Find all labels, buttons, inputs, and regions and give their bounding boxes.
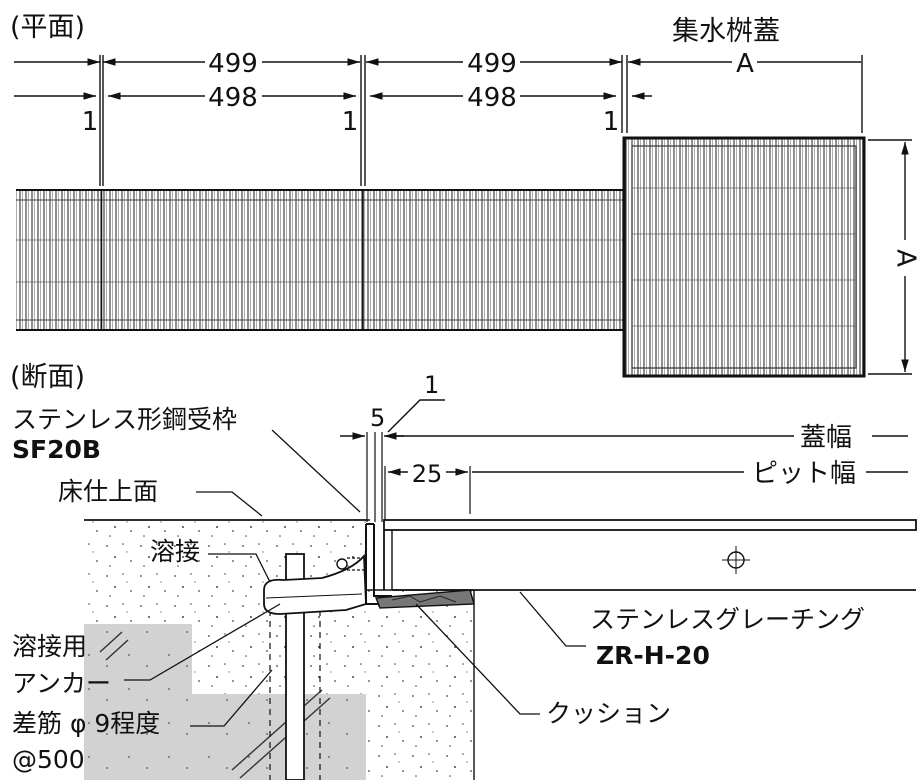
frame-sf20b [336,432,471,605]
pit-cover-label: 集水桝蓋 [672,16,780,47]
concrete-body [84,519,475,780]
gap-label-1: 1 [82,107,99,137]
cushion-label: クッション [546,699,671,728]
dim-frame: 5 [370,404,385,432]
frame-label: ステンレス形鋼受枠 [12,405,237,434]
dim-pitch-1: 499 [208,49,258,79]
pit-cover [622,136,866,378]
plan-heading: (平面) [10,12,85,43]
grating-strip [16,189,626,331]
cover-width-label: 蓋幅 [800,423,852,453]
dim-grating-2: 498 [467,83,517,113]
extension-lines [99,55,863,186]
dim-grating-1: 498 [208,83,258,113]
grating-label: ステンレスグレーチング [590,605,865,634]
dim-gap: 1 [424,371,439,399]
weld-label: 溶接 [150,537,200,566]
floor-label: 床仕上面 [58,477,158,506]
dim-offset: 25 [412,460,443,488]
grating-model: ZR-H-20 [596,641,710,670]
leader-lines [124,429,586,727]
section-heading: (断面) [10,362,85,393]
grating-section [383,519,917,591]
gap-label-3: 1 [603,107,620,137]
anchor-label-2: アンカー [12,669,111,698]
pit-width-label: ピット幅 [752,459,856,489]
rebar-label-1: 差筋 φ 9程度 [12,709,160,738]
dimension-cover-height [868,139,912,375]
dim-cover-width: A [736,49,754,79]
frame-model: SF20B [12,435,101,464]
dim-pitch-2: 499 [467,49,517,79]
anchor-label-1: 溶接用 [12,632,87,661]
rebar-label-2: @500 [12,745,85,774]
dim-cover-height: A [891,249,921,267]
section-dimensions [340,399,908,476]
cushion [374,589,475,609]
gap-label-2: 1 [342,107,359,137]
